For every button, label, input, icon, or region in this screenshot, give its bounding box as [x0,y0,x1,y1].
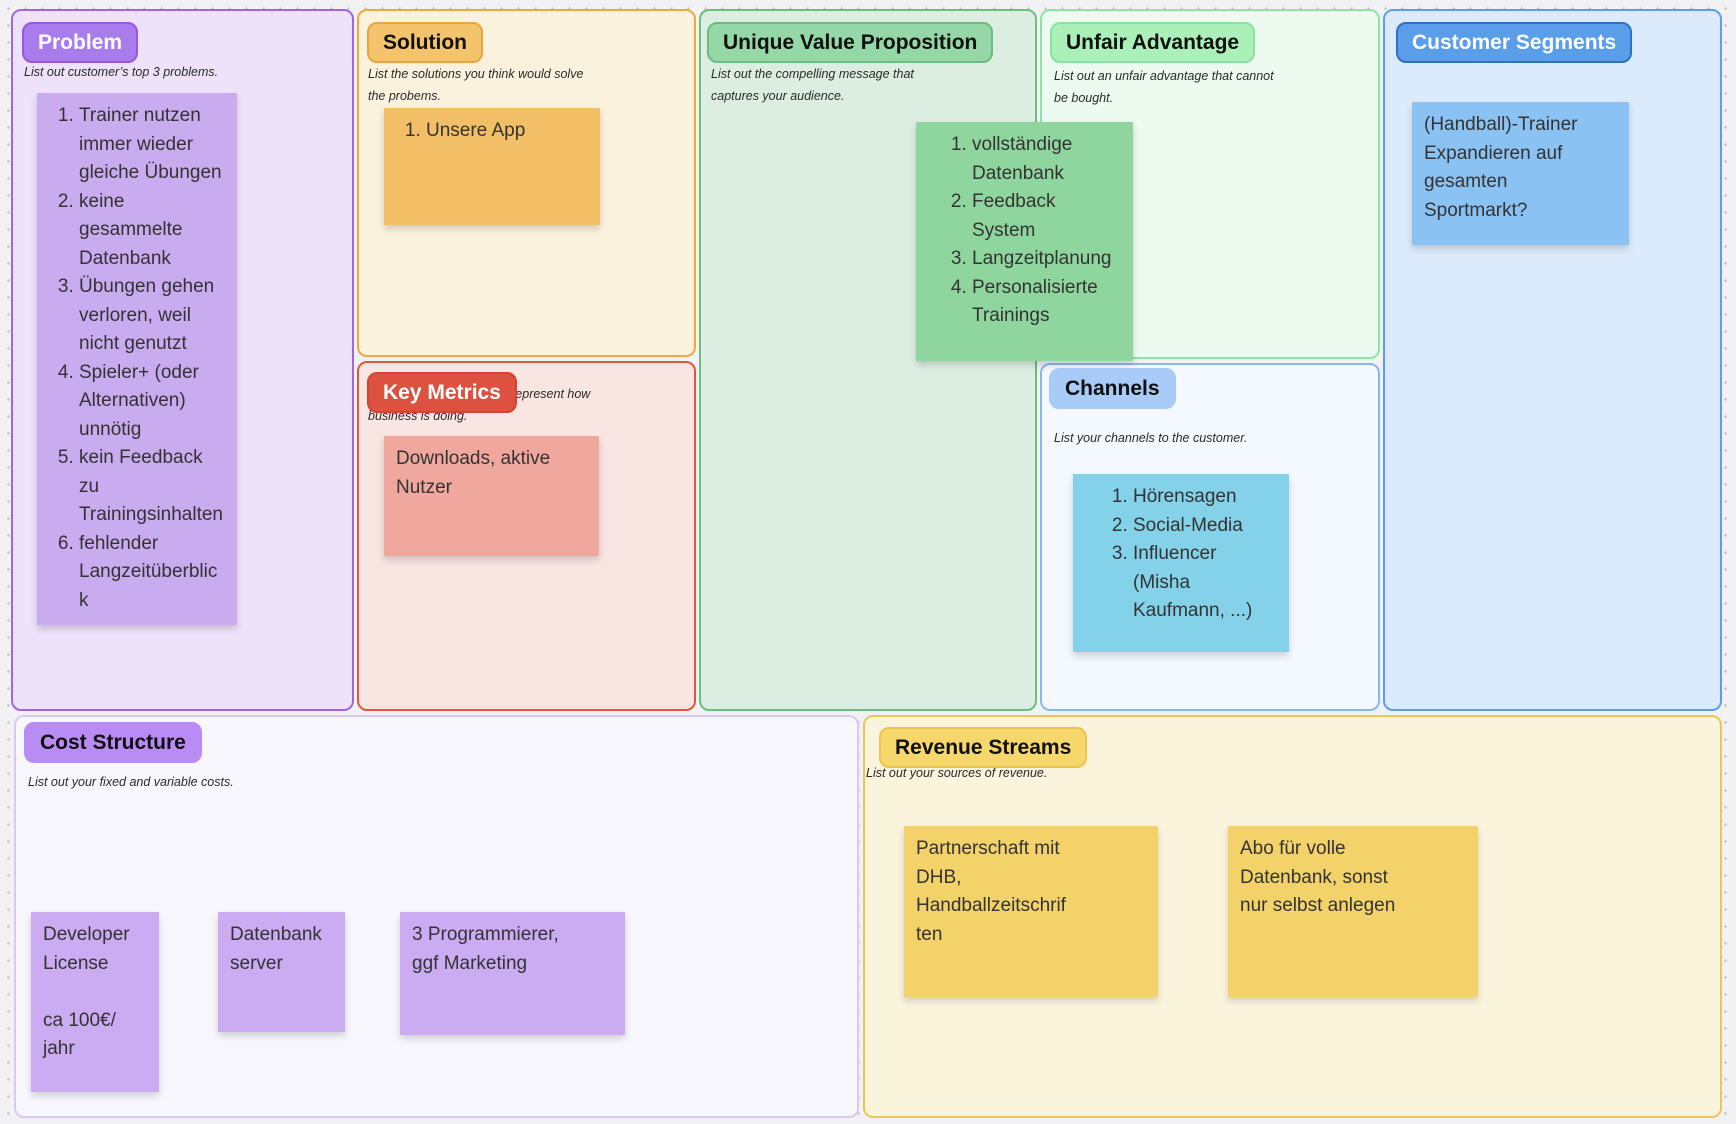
section-label-key-metrics[interactable]: Key Metrics [367,372,517,414]
sticky-note-channels[interactable]: HörensagenSocial-MediaInfluencer (Misha … [1073,474,1289,652]
description-revenue-streams: List out your sources of revenue. [866,766,1048,780]
section-label-problem[interactable]: Problem [22,22,139,64]
section-label-revenue-streams[interactable]: Revenue Streams [879,727,1088,769]
description-solution: List the solutions you think would solve… [368,67,584,103]
channels-list: HörensagenSocial-MediaInfluencer (Misha … [1085,483,1277,626]
sticky-note-revenue-partnership[interactable]: Partnerschaft mit DHB, Handballzeitschri… [904,826,1158,997]
sticky-note-problems[interactable]: Trainer nutzen immer wieder gleiche Übun… [37,93,237,625]
description-unique-value-proposition: List out the compelling message that cap… [711,67,914,103]
description-cost-structure: List out your fixed and variable costs. [28,775,234,789]
sticky-note-revenue-subscription[interactable]: Abo für volle Datenbank, sonst nur selbs… [1228,826,1478,997]
sticky-note-unique-value-proposition[interactable]: vollständige DatenbankFeedback SystemLan… [916,122,1133,361]
sticky-note-solution[interactable]: Unsere App [384,108,600,225]
description-problem: List out customer’s top 3 problems. [24,65,219,79]
section-label-unique-value-proposition[interactable]: Unique Value Proposition [707,22,994,64]
sticky-note-key-metrics[interactable]: Downloads, aktive Nutzer [384,436,599,556]
sticky-note-cost-database-server[interactable]: Datenbank server [218,912,345,1032]
uvp-list: vollständige DatenbankFeedback SystemLan… [928,131,1121,331]
sticky-note-cost-developer-license[interactable]: Developer License ca 100€/ jahr [31,912,159,1092]
section-label-channels[interactable]: Channels [1049,368,1176,410]
section-label-unfair-advantage[interactable]: Unfair Advantage [1050,22,1256,64]
section-label-solution[interactable]: Solution [367,22,483,64]
section-label-cost-structure[interactable]: Cost Structure [24,722,202,764]
description-unfair-advantage: List out an unfair advantage that cannot… [1054,69,1274,105]
section-label-customer-segments[interactable]: Customer Segments [1396,22,1633,64]
sticky-note-customer-segments[interactable]: (Handball)-Trainer Expandieren auf gesam… [1412,102,1629,245]
solution-list: Unsere App [396,117,588,146]
description-channels: List your channels to the customer. [1054,431,1248,445]
problem-list: Trainer nutzen immer wieder gleiche Übun… [49,102,225,615]
sticky-note-cost-programmers[interactable]: 3 Programmierer, ggf Marketing [400,912,625,1035]
